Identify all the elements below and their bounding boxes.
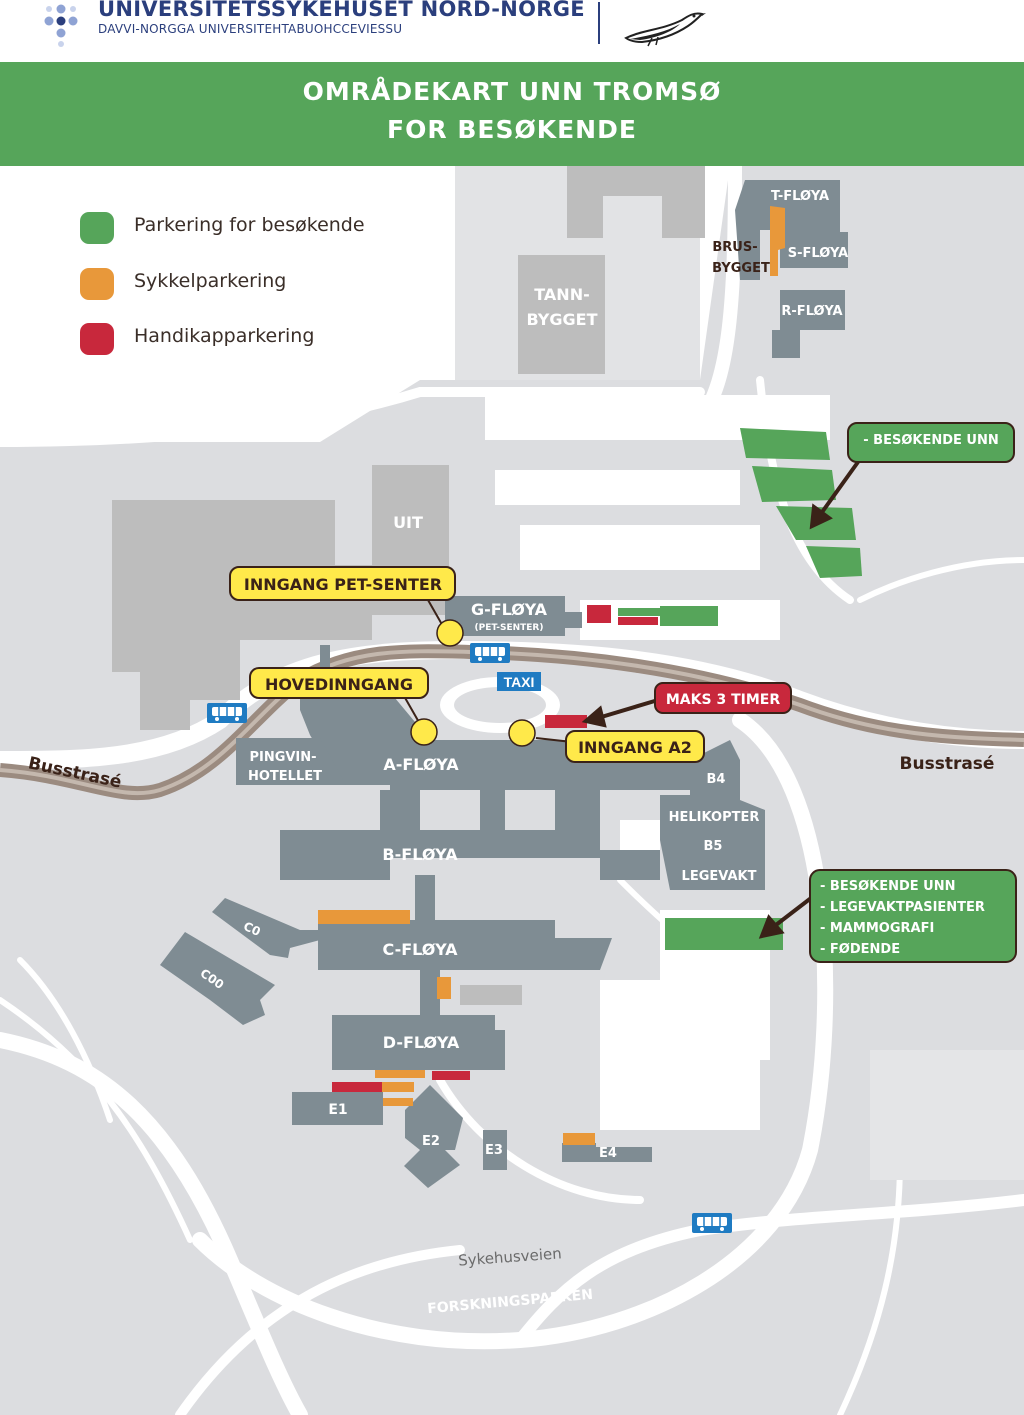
callout-besok2-line2: - LEGEVAKTPASIENTER (820, 900, 985, 915)
label-pingvin-2: HOTELLET (248, 769, 322, 784)
label-b4: B4 (707, 772, 726, 787)
callout-hovedinngang: HOVEDINNGANG (249, 667, 429, 699)
label-g-floya: G-FLØYA (471, 600, 548, 619)
building-e2 (404, 1085, 463, 1188)
hospital-buildings (160, 180, 848, 1188)
bus-stop-icon (207, 703, 247, 723)
legend-swatch-red (80, 323, 114, 355)
legend-swatch-green (80, 212, 114, 244)
callout-besok2-line1: - BESØKENDE UNN (820, 879, 955, 894)
label-b-floya: B-FLØYA (382, 845, 458, 864)
building-connector-cd (420, 970, 440, 1015)
road-network (0, 166, 1024, 1415)
callout-pet-text: INNGANG PET-SENTER (244, 575, 442, 594)
callout-besok1-text: - BESØKENDE UNN (863, 433, 998, 448)
callout-pet: INNGANG PET-SENTER (229, 566, 456, 601)
label-e2: E2 (422, 1134, 440, 1149)
legend-swatch-orange (80, 268, 114, 300)
building-pingvin (236, 738, 346, 785)
callout-arrows (581, 460, 860, 939)
label-uit: UIT (393, 513, 423, 532)
label-tann-1: TANN- (534, 285, 589, 304)
callout-besok2-line3: - MAMMOGRAFI (820, 921, 934, 936)
building-e3 (483, 1130, 507, 1170)
building-connector-bc (415, 875, 435, 920)
label-tann-2: BYGGET (526, 310, 597, 329)
map-subtitle: FOR BESØKENDE (387, 115, 637, 144)
callout-besokende-2: - BESØKENDE UNN - LEGEVAKTPASIENTER - MA… (809, 869, 1017, 963)
entrance-markers (410, 619, 536, 747)
label-e4: E4 (599, 1146, 617, 1161)
label-legevakt: LEGEVAKT (682, 869, 757, 884)
callout-a2-text: INNGANG A2 (578, 738, 692, 757)
label-s-floya: S-FLØYA (788, 246, 849, 261)
header-divider (598, 2, 600, 44)
legend-label: Parkering for besøkende (134, 214, 365, 236)
building-b (280, 790, 660, 880)
callout-maks: MAKS 3 TIMER (654, 682, 792, 714)
building-g (445, 596, 582, 636)
building-t-s (735, 180, 848, 280)
label-g-sub: (PET-SENTER) (475, 623, 544, 633)
building-c (318, 920, 612, 970)
callout-a2: INNGANG A2 (565, 730, 705, 763)
penguin-logo-icon (624, 12, 706, 47)
label-c-floya: C-FLØYA (382, 940, 458, 959)
legend-label: Handikapparkering (134, 325, 315, 347)
org-name: UNIVERSITETSSYKEHUSET NORD-NORGE (98, 0, 585, 21)
label-a-floya: A-FLØYA (383, 755, 459, 774)
legend-label: Sykkelparkering (134, 270, 287, 292)
label-brus-2: BYGGET (712, 261, 770, 276)
label-e1: E1 (328, 1102, 347, 1118)
building-d (332, 1015, 505, 1070)
title-banner: OMRÅDEKART UNN TROMSØ FOR BESØKENDE (0, 62, 1024, 166)
callout-besok2-line4: - FØDENDE (820, 942, 900, 957)
label-c0: C0 (241, 919, 262, 939)
label-d-floya: D-FLØYA (383, 1033, 460, 1052)
handicap-parking (332, 605, 658, 1092)
taxi-label: TAXI (504, 674, 535, 690)
header: UNIVERSITETSSYKEHUSET NORD-NORGE DAVVI-N… (0, 0, 1024, 62)
label-pingvin-1: PINGVIN- (249, 750, 316, 765)
label-e3: E3 (485, 1143, 503, 1158)
building-c0 (212, 898, 320, 958)
label-busstrase-right: Busstrasé (900, 754, 995, 774)
building-r (772, 290, 845, 358)
area-map: TAXI T-FLØYA S-FLØYA R-FLØYA TANN- BYGGE… (0, 166, 1024, 1415)
label-helikopter: HELIKOPTER (669, 810, 760, 825)
org-subtitle: DAVVI-NORGGA UNIVERSITEHTABUOHCCEVIESSU (98, 22, 403, 36)
map-title: OMRÅDEKART UNN TROMSØ (302, 77, 722, 106)
building-labels: T-FLØYA S-FLØYA R-FLØYA TANN- BYGGET UIT… (198, 189, 849, 1161)
bus-stop-icon (692, 1213, 732, 1233)
label-b5: B5 (704, 839, 723, 854)
label-t-floya: T-FLØYA (771, 189, 829, 204)
bus-stop-icon (470, 643, 510, 663)
building-e4 (562, 1143, 652, 1162)
logo-dots-icon (44, 4, 78, 47)
label-r-floya: R-FLØYA (781, 304, 842, 319)
callout-hoved-text: HOVEDINNGANG (265, 675, 413, 694)
building-e1 (292, 1092, 383, 1125)
bike-parking (318, 206, 785, 1145)
visitor-parking (618, 428, 862, 950)
label-brus-1: BRUS- (712, 240, 757, 255)
taxi-sign (497, 672, 541, 691)
callout-maks-text: MAKS 3 TIMER (666, 692, 780, 708)
building-c00 (160, 932, 275, 1025)
callout-besokende-1: - BESØKENDE UNN (847, 422, 1015, 463)
building-b4-b5 (660, 740, 765, 890)
